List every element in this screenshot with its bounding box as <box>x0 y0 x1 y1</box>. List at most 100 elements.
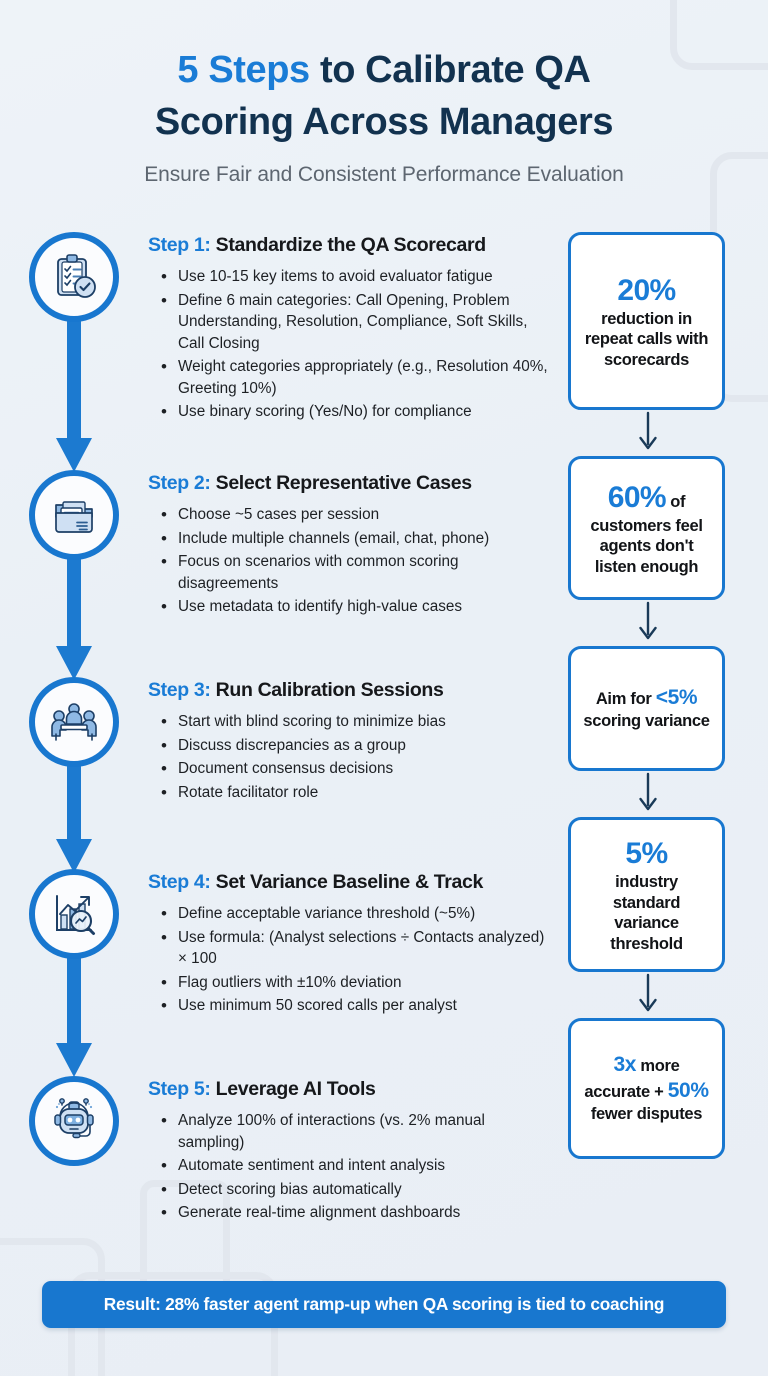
step-icon-folder-documents <box>29 470 119 560</box>
page-title: 5 Steps to Calibrate QA Scoring Across M… <box>0 44 768 149</box>
step-bullet: Generate real-time alignment dashboards <box>158 1201 552 1224</box>
stat-card: Aim for <5% scoring variance <box>568 646 725 771</box>
step-bullet: Weight categories appropriately (e.g., R… <box>158 355 552 399</box>
step-heading: Step 4: Set Variance Baseline & Track <box>148 871 552 894</box>
step-rail <box>0 470 148 680</box>
stat-card: 5% industry standard variance threshold <box>568 817 725 972</box>
step-title: Run Calibration Sessions <box>215 679 444 701</box>
step-bullet: Use 10-15 key items to avoid evaluator f… <box>158 265 552 288</box>
step-bullet: Flag outliers with ±10% deviation <box>158 971 552 994</box>
step-bullet-list: Start with blind scoring to minimize bia… <box>148 710 552 804</box>
stat-label: scoring variance <box>583 712 710 731</box>
title-rest: to Calibrate QA <box>309 49 591 91</box>
stat-card: 3x more accurate + 50% fewer disputes <box>568 1018 725 1159</box>
down-arrow-icon <box>639 601 657 640</box>
step-number-label: Step 2: <box>148 472 211 494</box>
clipboard-check-icon <box>57 254 96 298</box>
stat-card-content: 3x more accurate + 50% fewer disputes <box>580 1052 713 1125</box>
step-item: Step 5: Leverage AI Tools Analyze 100% o… <box>0 1076 560 1256</box>
step-body: Step 3: Run Calibration Sessions Start w… <box>148 677 560 805</box>
step-bullet: Use binary scoring (Yes/No) for complian… <box>158 400 552 423</box>
step-number-label: Step 4: <box>148 871 211 893</box>
stat-card-content: Aim for <5% scoring variance <box>583 685 710 731</box>
background-decoration-shape <box>670 0 768 70</box>
step-heading: Step 5: Leverage AI Tools <box>148 1078 552 1101</box>
step-connector-arrow <box>56 320 92 472</box>
step-bullet: Automate sentiment and intent analysis <box>158 1154 552 1177</box>
step-bullet: Analyze 100% of interactions (vs. 2% man… <box>158 1109 552 1153</box>
ai-robot-headset-icon <box>54 1098 94 1139</box>
step-item: Step 1: Standardize the QA Scorecard Use… <box>0 232 560 472</box>
step-bullet: Choose ~5 cases per session <box>158 503 552 526</box>
step-bullet-list: Use 10-15 key items to avoid evaluator f… <box>148 265 552 424</box>
stat-connector-arrow-wrap <box>568 410 728 456</box>
step-icon-ai-robot <box>29 1076 119 1166</box>
step-bullet-list: Choose ~5 cases per session Include mult… <box>148 503 552 619</box>
step-bullet: Define acceptable variance threshold (~5… <box>158 902 552 925</box>
stat-card-content: 60% of customers feel agents don't liste… <box>580 479 713 578</box>
page-header: 5 Steps to Calibrate QA Scoring Across M… <box>0 44 768 187</box>
step-bullet: Start with blind scoring to minimize bia… <box>158 710 552 733</box>
step-bullet-list: Analyze 100% of interactions (vs. 2% man… <box>148 1109 552 1225</box>
step-bullet-list: Define acceptable variance threshold (~5… <box>148 902 552 1018</box>
stat-value: <5% <box>655 686 698 710</box>
stat-card-content: 20% reduction in repeat calls with score… <box>580 272 713 371</box>
stat-label-secondary: fewer disputes <box>590 1105 703 1124</box>
step-rail <box>0 869 148 1077</box>
step-icon-clipboard-check <box>29 232 119 322</box>
stat-card-content: 5% industry standard variance threshold <box>580 835 713 954</box>
step-rail <box>0 232 148 472</box>
step-title: Set Variance Baseline & Track <box>215 871 484 893</box>
stat-cards-column: 20% reduction in repeat calls with score… <box>568 232 728 1159</box>
folder-documents-icon <box>55 501 93 533</box>
stat-value: 20% <box>617 273 676 307</box>
step-number-label: Step 3: <box>148 679 211 701</box>
step-body: Step 4: Set Variance Baseline & Track De… <box>148 869 560 1019</box>
down-arrow-icon <box>639 772 657 811</box>
stat-label: industry standard variance threshold <box>610 873 683 953</box>
step-bullet: Detect scoring bias automatically <box>158 1178 552 1201</box>
stat-label: of customers feel agents don't listen en… <box>590 492 703 576</box>
step-rail <box>0 677 148 873</box>
step-connector-arrow <box>56 957 92 1077</box>
step-item: Step 4: Set Variance Baseline & Track De… <box>0 869 560 1077</box>
step-heading: Step 2: Select Representative Cases <box>148 472 552 495</box>
step-body: Step 2: Select Representative Cases Choo… <box>148 470 560 620</box>
step-heading: Step 1: Standardize the QA Scorecard <box>148 234 552 257</box>
step-bullet: Use formula: (Analyst selections ÷ Conta… <box>158 926 552 970</box>
stat-connector-arrow-wrap <box>568 972 728 1018</box>
step-number-label: Step 5: <box>148 1078 211 1100</box>
stat-label: more accurate + <box>584 1057 680 1102</box>
title-accent: 5 Steps <box>177 49 310 91</box>
stat-connector-arrow-wrap <box>568 771 728 817</box>
steps-column: Step 1: Standardize the QA Scorecard Use… <box>0 232 560 1256</box>
step-bullet: Document consensus decisions <box>158 757 552 780</box>
step-bullet: Discuss discrepancies as a group <box>158 734 552 757</box>
step-item: Step 2: Select Representative Cases Choo… <box>0 470 560 680</box>
title-line2: Scoring Across Managers <box>154 101 614 144</box>
step-bullet: Use metadata to identify high-value case… <box>158 595 552 618</box>
down-arrow-icon <box>639 411 657 450</box>
stat-value: 5% <box>625 837 668 870</box>
step-number-label: Step 1: <box>148 234 211 256</box>
stat-value-secondary: 50% <box>667 1079 709 1103</box>
step-bullet: Define 6 main categories: Call Opening, … <box>158 289 552 355</box>
step-title: Leverage AI Tools <box>215 1078 376 1100</box>
step-icon-meeting-people <box>29 677 119 767</box>
step-connector-arrow <box>56 558 92 680</box>
stat-value: 60% <box>607 480 667 514</box>
step-bullet: Focus on scenarios with common scoring d… <box>158 550 552 594</box>
chart-magnifier-icon <box>56 895 95 935</box>
down-arrow-icon <box>639 973 657 1012</box>
step-bullet: Rotate facilitator role <box>158 781 552 804</box>
result-banner: Result: 28% faster agent ramp-up when QA… <box>42 1281 726 1328</box>
step-title: Standardize the QA Scorecard <box>215 234 487 256</box>
stat-connector-arrow-wrap <box>568 600 728 646</box>
step-body: Step 1: Standardize the QA Scorecard Use… <box>148 232 560 425</box>
stat-card: 60% of customers feel agents don't liste… <box>568 456 725 600</box>
step-item: Step 3: Run Calibration Sessions Start w… <box>0 677 560 873</box>
step-title: Select Representative Cases <box>215 472 472 494</box>
stat-label: reduction in repeat calls with scorecard… <box>584 309 709 369</box>
stat-card: 20% reduction in repeat calls with score… <box>568 232 725 410</box>
